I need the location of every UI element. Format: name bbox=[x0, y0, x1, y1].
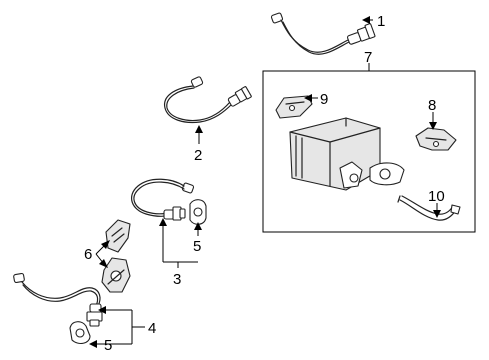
callout-3: 3 bbox=[173, 271, 181, 288]
callout-8: 8 bbox=[428, 97, 436, 114]
callout-5-upper: 5 bbox=[193, 238, 201, 255]
callout-6: 6 bbox=[84, 246, 92, 263]
leader-10 bbox=[433, 203, 441, 218]
leader-8 bbox=[429, 112, 437, 130]
callout-1: 1 bbox=[377, 13, 385, 30]
leader-5-upper bbox=[194, 222, 202, 236]
leader-2 bbox=[195, 125, 203, 144]
oxygen-sensor-part-1[interactable] bbox=[270, 12, 376, 55]
callout-7: 7 bbox=[364, 49, 372, 66]
bracket-part-9[interactable] bbox=[275, 95, 313, 119]
callout-9: 9 bbox=[320, 91, 328, 108]
callout-4: 4 bbox=[148, 320, 156, 337]
callout-5-lower: 5 bbox=[104, 337, 112, 354]
callout-10: 10 bbox=[428, 188, 445, 205]
leader-3 bbox=[159, 218, 198, 268]
gasket-part-5-lower[interactable] bbox=[69, 321, 91, 345]
bracket-part-8[interactable] bbox=[415, 127, 457, 151]
gasket-part-5-upper[interactable] bbox=[189, 199, 207, 225]
callout-2: 2 bbox=[194, 147, 202, 164]
leader-1 bbox=[362, 16, 373, 24]
heat-shield-part-6[interactable] bbox=[101, 219, 131, 293]
leader-9 bbox=[304, 94, 318, 102]
charcoal-canister-part-7[interactable] bbox=[289, 117, 405, 191]
leader-6 bbox=[95, 240, 110, 268]
oxygen-sensor-part-4[interactable] bbox=[13, 272, 103, 327]
leader-4 bbox=[89, 306, 145, 348]
oxygen-sensor-part-2[interactable] bbox=[164, 76, 252, 124]
oxygen-sensor-part-3[interactable] bbox=[130, 178, 195, 221]
